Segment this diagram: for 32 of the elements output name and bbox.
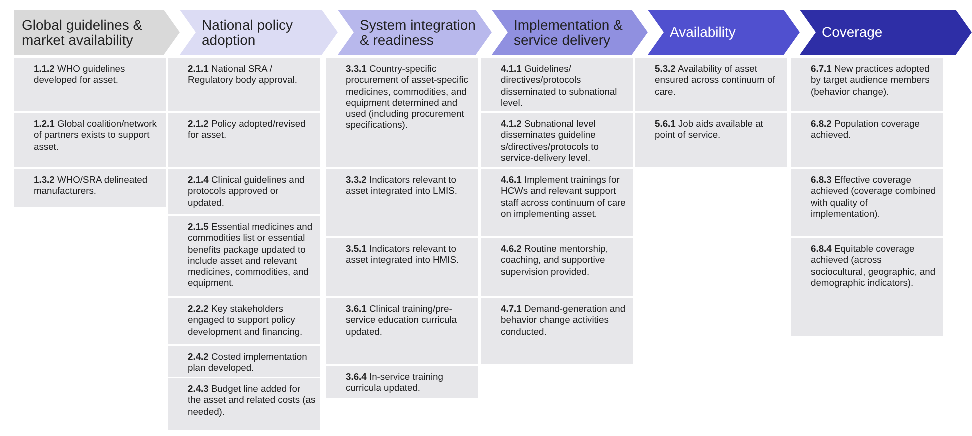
- indicator-card: 4.7.1 Demand-generation and behavior change activities conducted.: [481, 298, 633, 364]
- indicator-card: 5.6.1 Job aids available at point of service.: [635, 113, 787, 167]
- indicator-card: 1.3.2 WHO/SRA delineated manufacturers.: [14, 169, 166, 207]
- indicator-card: 4.6.2 Routine mentorship, coaching, and supportive supervision provided.: [481, 238, 633, 296]
- indicator-card: 1.2.1 Global coalition/network of partners exists to support asset.: [14, 113, 166, 167]
- chevron-banner: Availability: [648, 10, 800, 55]
- indicator-card: 6.8.3 Effective coverage achieved (coverage combined with quality of implementation).: [791, 169, 943, 236]
- chevron-banner: Implementation & service delivery: [492, 10, 648, 55]
- indicator-card: 5.3.2 Availability of asset ensured across continuum of care.: [635, 58, 787, 111]
- indicator-card: 2.2.2 Key stakeholders engaged to support policy development and financing.: [168, 298, 320, 344]
- indicator-card: 2.4.2 Costed implementation plan developed.: [168, 346, 320, 377]
- indicator-card: 2.1.5 Essential medicines and commodities list or essential benefits package updated to include asset and relevant medicines, commodities, and equipment.: [168, 216, 320, 296]
- indicator-card: 2.1.2 Policy adopted/revised for asset.: [168, 113, 320, 167]
- indicator-card: 3.3.2 Indicators relevant to asset integrated into LMIS.: [326, 169, 478, 236]
- indicator-card: 3.6.1 Clinical training/pre-service education curricula updated.: [326, 298, 478, 364]
- indicator-card: 3.6.4 In-service training curricula updated.: [326, 366, 478, 398]
- indicator-card: 4.1.1 Guidelines/ directives/protocols disseminated to subnational level.: [481, 58, 633, 112]
- indicator-card: 1.1.2 WHO guidelines developed for asset.: [14, 58, 166, 111]
- indicator-card: 6.7.1 New practices adopted by target audience members (behavior change).: [791, 58, 943, 111]
- indicator-card: 3.3.1 Country-specific procurement of asset-specific medicines, commodities, and equipment determined and used (including procurement specifications).: [326, 58, 478, 167]
- chevron-banner: National policy adoption: [180, 10, 338, 55]
- indicator-card: 4.6.1 Implement trainings for HCWs and relevant support staff across continuum of care on implementing asset.: [481, 169, 633, 236]
- indicator-card: 2.4.3 Budget line added for the asset and related costs (as needed).: [168, 378, 320, 430]
- indicator-card: 3.5.1 Indicators relevant to asset integrated into HMIS.: [326, 238, 478, 296]
- indicator-card: 6.8.2 Population coverage achieved.: [791, 113, 943, 167]
- chevron-banner: System integration & readiness: [338, 10, 492, 55]
- chevron-banner: Global guidelines & market availability: [14, 10, 180, 55]
- indicator-card: 6.8.4 Equitable coverage achieved (across sociocultural, geographic, and demographic indicators).: [791, 238, 943, 336]
- indicator-card: 2.1.1 National SRA / Regulatory body approval.: [168, 58, 320, 111]
- indicator-card: 2.1.4 Clinical guidelines and protocols approved or updated.: [168, 169, 320, 214]
- chevron-banner: Coverage: [800, 10, 972, 55]
- indicator-card: 4.1.2 Subnational level disseminates guideline s/directives/protocols to service-delivery level.: [481, 113, 633, 167]
